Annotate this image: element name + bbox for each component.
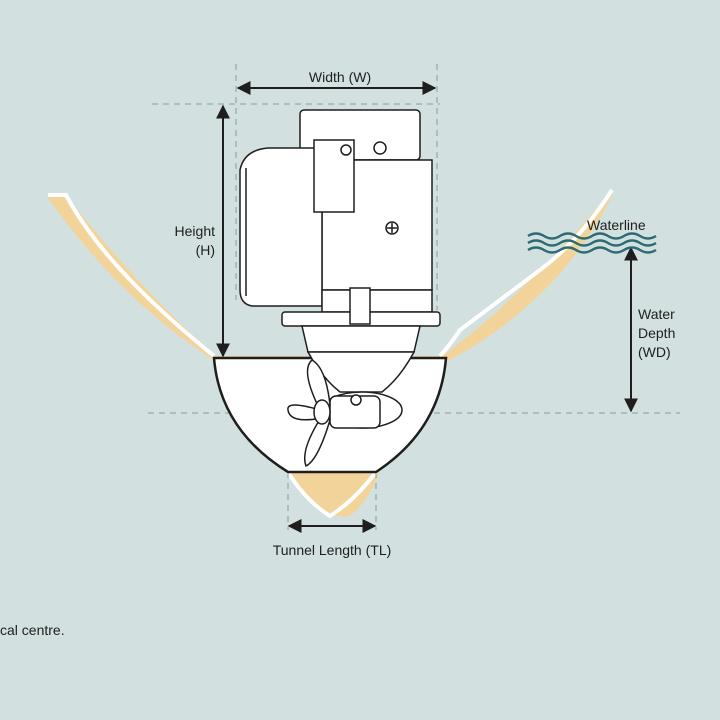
waves-icon — [527, 232, 657, 254]
height-label-line1: Height — [174, 223, 215, 239]
water-depth-label-line2: Depth — [638, 325, 676, 341]
propeller-icon — [287, 359, 331, 468]
thruster-unit — [239, 109, 441, 429]
footnote-text: cal centre. — [0, 622, 65, 638]
water-depth-label-line1: Water — [638, 306, 675, 322]
water-depth-label-line3: (WD) — [638, 344, 671, 360]
width-label: Width (W) — [308, 69, 372, 85]
tunnel-length-label: Tunnel Length (TL) — [272, 542, 392, 558]
height-label-line2: (H) — [195, 242, 215, 258]
hull-edge-left — [48, 193, 216, 358]
hull-edge-right — [438, 188, 614, 358]
waterline-label: Waterline — [587, 217, 646, 233]
hull-edge-keel — [286, 470, 378, 519]
